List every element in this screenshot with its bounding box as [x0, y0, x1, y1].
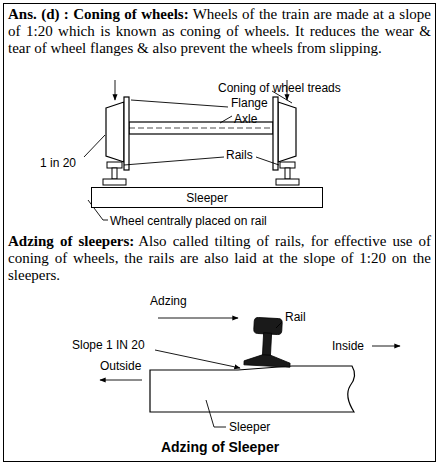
- rail-right: [276, 179, 299, 185]
- sleeper-section: [150, 366, 355, 412]
- callout-label: Axle: [234, 112, 257, 126]
- paragraph: Adzing of sleepers:Also called tilting o…: [8, 233, 431, 284]
- sleeper-section: [150, 366, 355, 412]
- wheel-right: [273, 97, 296, 170]
- axle: [129, 128, 273, 129]
- rail-section: [262, 333, 271, 357]
- callout-label: Flange: [231, 96, 268, 110]
- rail-right: [276, 162, 299, 185]
- callout-label: Wheel centrally placed on rail: [110, 214, 267, 228]
- rail-right: [280, 162, 295, 168]
- answer-box: Ans. (d) : Coning of wheels:Wheels of th…: [3, 3, 436, 462]
- slope-label: Slope 1 IN 20: [72, 338, 145, 352]
- rail-section: [244, 354, 291, 367]
- wheel-left: [106, 102, 124, 162]
- leader-lines: [84, 135, 105, 157]
- part-name: Sleeper: [186, 191, 227, 205]
- leader-lines: [124, 157, 224, 165]
- leader-lines: [155, 350, 240, 368]
- leader-lines: [287, 80, 288, 100]
- rail-section: [244, 317, 292, 367]
- wheel-right: [273, 97, 278, 170]
- leader-lines: [158, 318, 238, 319]
- leader-lines: [372, 346, 400, 347]
- rail-left: [103, 179, 126, 185]
- callout-label: Sleeper: [229, 420, 270, 434]
- leader-lines: [115, 80, 116, 100]
- answer-heading: Ans. (d) : Coning of wheels:: [8, 6, 189, 22]
- callout-label: Coning of wheel treads: [218, 81, 341, 95]
- axle: [129, 122, 273, 134]
- wheel-right: [278, 102, 296, 162]
- answer-heading: Adzing of sleepers:: [8, 233, 134, 249]
- slope-label: 1 in 20: [40, 156, 76, 170]
- rail-section: [254, 317, 283, 334]
- rail-right: [285, 168, 290, 179]
- callout-label: Rail: [285, 310, 306, 324]
- rail-left: [112, 168, 117, 179]
- leader-lines: [272, 91, 292, 103]
- leader-lines: [100, 318, 400, 427]
- wheel-left: [106, 97, 129, 170]
- paragraph: Ans. (d) : Coning of wheels:Wheels of th…: [8, 6, 431, 57]
- sleeper-box: Sleeper: [91, 187, 323, 208]
- leader-lines: [206, 400, 226, 427]
- rail-left: [103, 162, 126, 185]
- callout-label: Rails: [226, 148, 253, 162]
- axle: [129, 122, 273, 134]
- leader-lines: [220, 116, 232, 123]
- leader-lines: [276, 322, 282, 328]
- callout-label: Adzing: [150, 294, 187, 308]
- wheel-left: [124, 97, 129, 170]
- direction-label: Outside: [100, 359, 141, 373]
- figure-caption: Adzing of Sleeper: [161, 440, 279, 454]
- direction-label: Inside: [332, 339, 364, 353]
- rail-left: [107, 162, 122, 168]
- leader-lines: [256, 157, 279, 165]
- leader-lines: [131, 100, 228, 107]
- leader-lines: [100, 380, 142, 381]
